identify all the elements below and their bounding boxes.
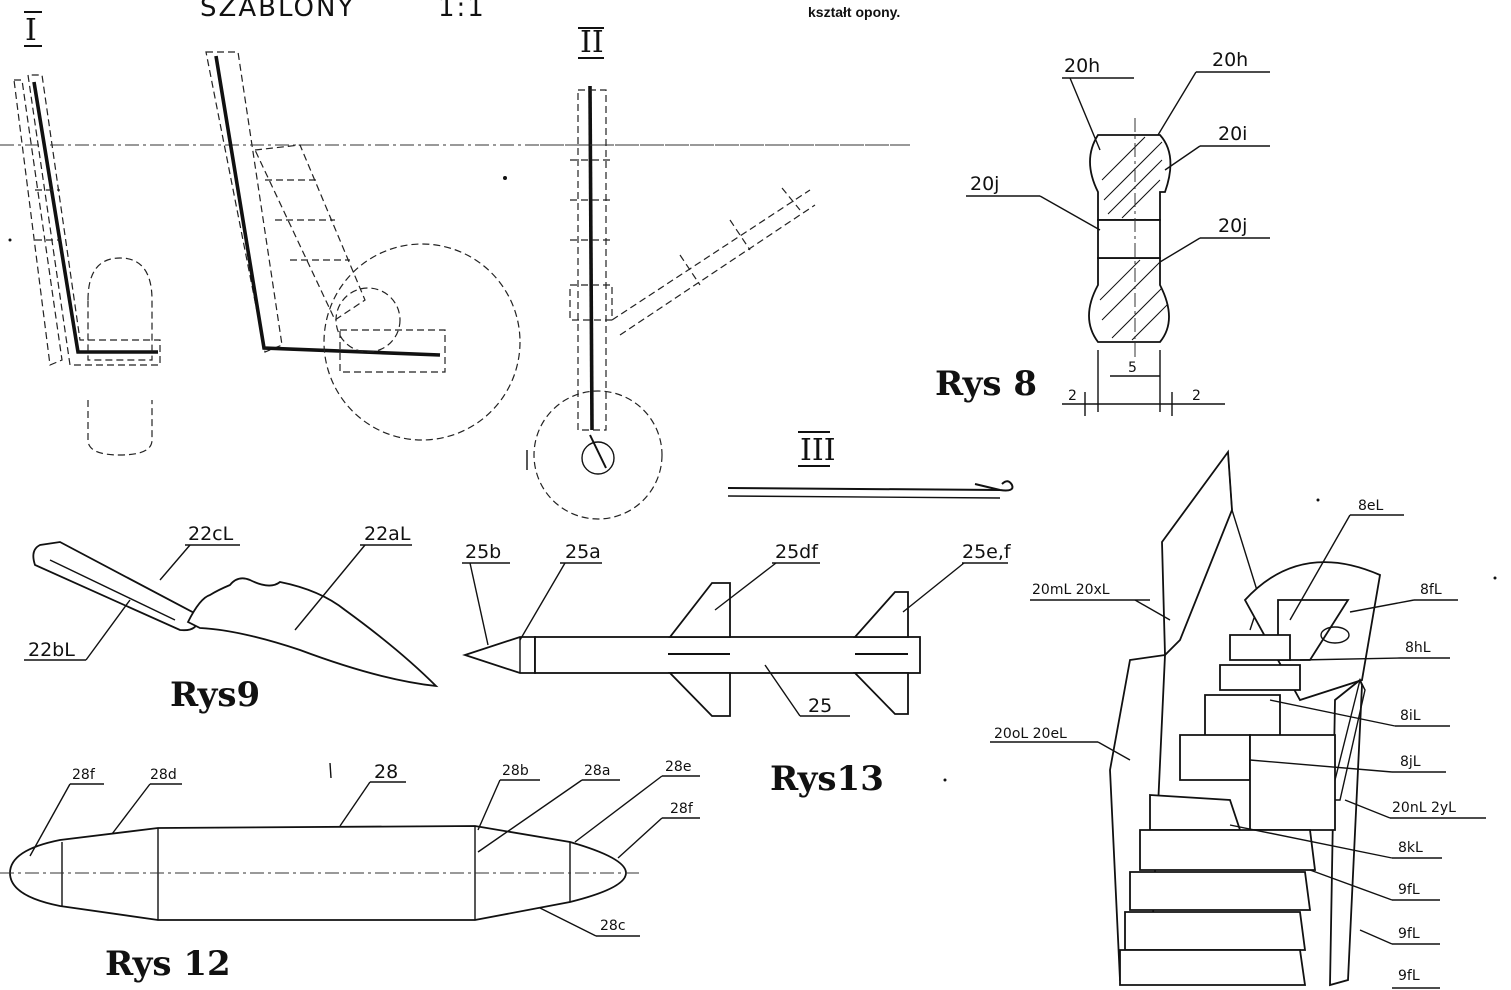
rys12-leaders — [29, 775, 700, 937]
scan-specks — [8, 176, 1497, 782]
label-20j-2: 20j — [1218, 215, 1247, 237]
rys9-texts: 22cL 22aL 22bL Rys9 — [28, 523, 411, 715]
templates-title: SZABLONY — [200, 0, 355, 23]
label-20ol-20el: 20oL 20eL — [994, 726, 1067, 742]
rys8-caption: Rys 8 — [935, 364, 1037, 404]
scale-label: 1:1 — [438, 0, 486, 23]
label-20h-1: 20h — [1064, 55, 1100, 77]
label-8el: 8eL — [1358, 498, 1384, 514]
cockpit-leaders — [990, 514, 1486, 989]
rys13-texts: 25b 25a 25df 25e,f 25 Rys13 — [465, 541, 1012, 799]
template-iii — [727, 480, 1014, 499]
label-20ml-20xl: 20mL 20xL — [1032, 582, 1110, 598]
rys13-caption: Rys13 — [770, 759, 884, 799]
label-22cl: 22cL — [188, 523, 234, 545]
label-28c: 28c — [600, 918, 626, 934]
cockpit-assembly — [1109, 449, 1382, 987]
numeral-i: I — [25, 13, 37, 48]
rys13-drawing — [462, 582, 921, 717]
label-25df: 25df — [775, 541, 819, 563]
template-i-right — [205, 51, 521, 441]
label-9fl-3: 9fL — [1398, 968, 1420, 984]
numeral-ii: II — [580, 25, 604, 60]
label-28: 28 — [374, 761, 398, 783]
label-8fl: 8fL — [1420, 582, 1442, 598]
sheet-header: SZABLONY 1:1 kształt opony. — [200, 0, 900, 23]
label-8jl: 8jL — [1400, 754, 1421, 770]
rys9-caption: Rys9 — [170, 675, 260, 715]
label-28b: 28b — [502, 763, 529, 779]
template-ii — [526, 85, 900, 520]
label-28f-1: 28f — [72, 767, 96, 783]
rys9-drawing — [32, 541, 439, 688]
label-9fl-1: 9fL — [1398, 882, 1420, 898]
label-25b: 25b — [465, 541, 501, 563]
dim-2-left: 2 — [1068, 388, 1077, 404]
label-20nl-2yl: 20nL 2yL — [1392, 800, 1456, 816]
label-28e: 28e — [665, 759, 691, 775]
label-28d: 28d — [150, 767, 177, 783]
label-25ef: 25e,f — [962, 541, 1012, 563]
numeral-iii: III — [800, 433, 836, 468]
rys12-texts: 28f 28d 28 28b 28a 28e 28f 28c Rys 12 — [72, 759, 694, 984]
rys8-leaders — [966, 71, 1270, 416]
rys12-caption: Rys 12 — [105, 944, 231, 984]
label-25a: 25a — [565, 541, 601, 563]
dim-2-right: 2 — [1192, 388, 1201, 404]
rys8-texts: 20h 20h 20i 20j 20j 5 2 2 Rys 8 — [935, 49, 1248, 404]
label-20j-1: 20j — [970, 173, 999, 195]
dim-5: 5 — [1128, 360, 1137, 376]
tire-shape-note: kształt opony. — [808, 4, 900, 20]
cockpit-texts: 20mL 20xL 20oL 20eL 8eL 8fL 8hL 8iL 8jL … — [994, 498, 1456, 984]
label-20h-2: 20h — [1212, 49, 1248, 71]
label-22bl: 22bL — [28, 639, 75, 661]
rys8-section — [1088, 118, 1172, 360]
roman-numerals: I II III — [24, 11, 836, 468]
rys12-drawing — [0, 825, 640, 921]
label-28f-2: 28f — [670, 801, 694, 817]
label-20i: 20i — [1218, 123, 1247, 145]
label-22al: 22aL — [364, 523, 411, 545]
template-i-left — [13, 74, 161, 456]
label-8il: 8iL — [1400, 708, 1421, 724]
label-28a: 28a — [584, 763, 610, 779]
label-8hl: 8hL — [1405, 640, 1431, 656]
label-8kl: 8kL — [1398, 840, 1423, 856]
label-25: 25 — [808, 695, 832, 717]
label-9fl-2: 9fL — [1398, 926, 1420, 942]
rys9-leaders — [24, 544, 412, 661]
rys13-leaders — [462, 562, 1008, 717]
